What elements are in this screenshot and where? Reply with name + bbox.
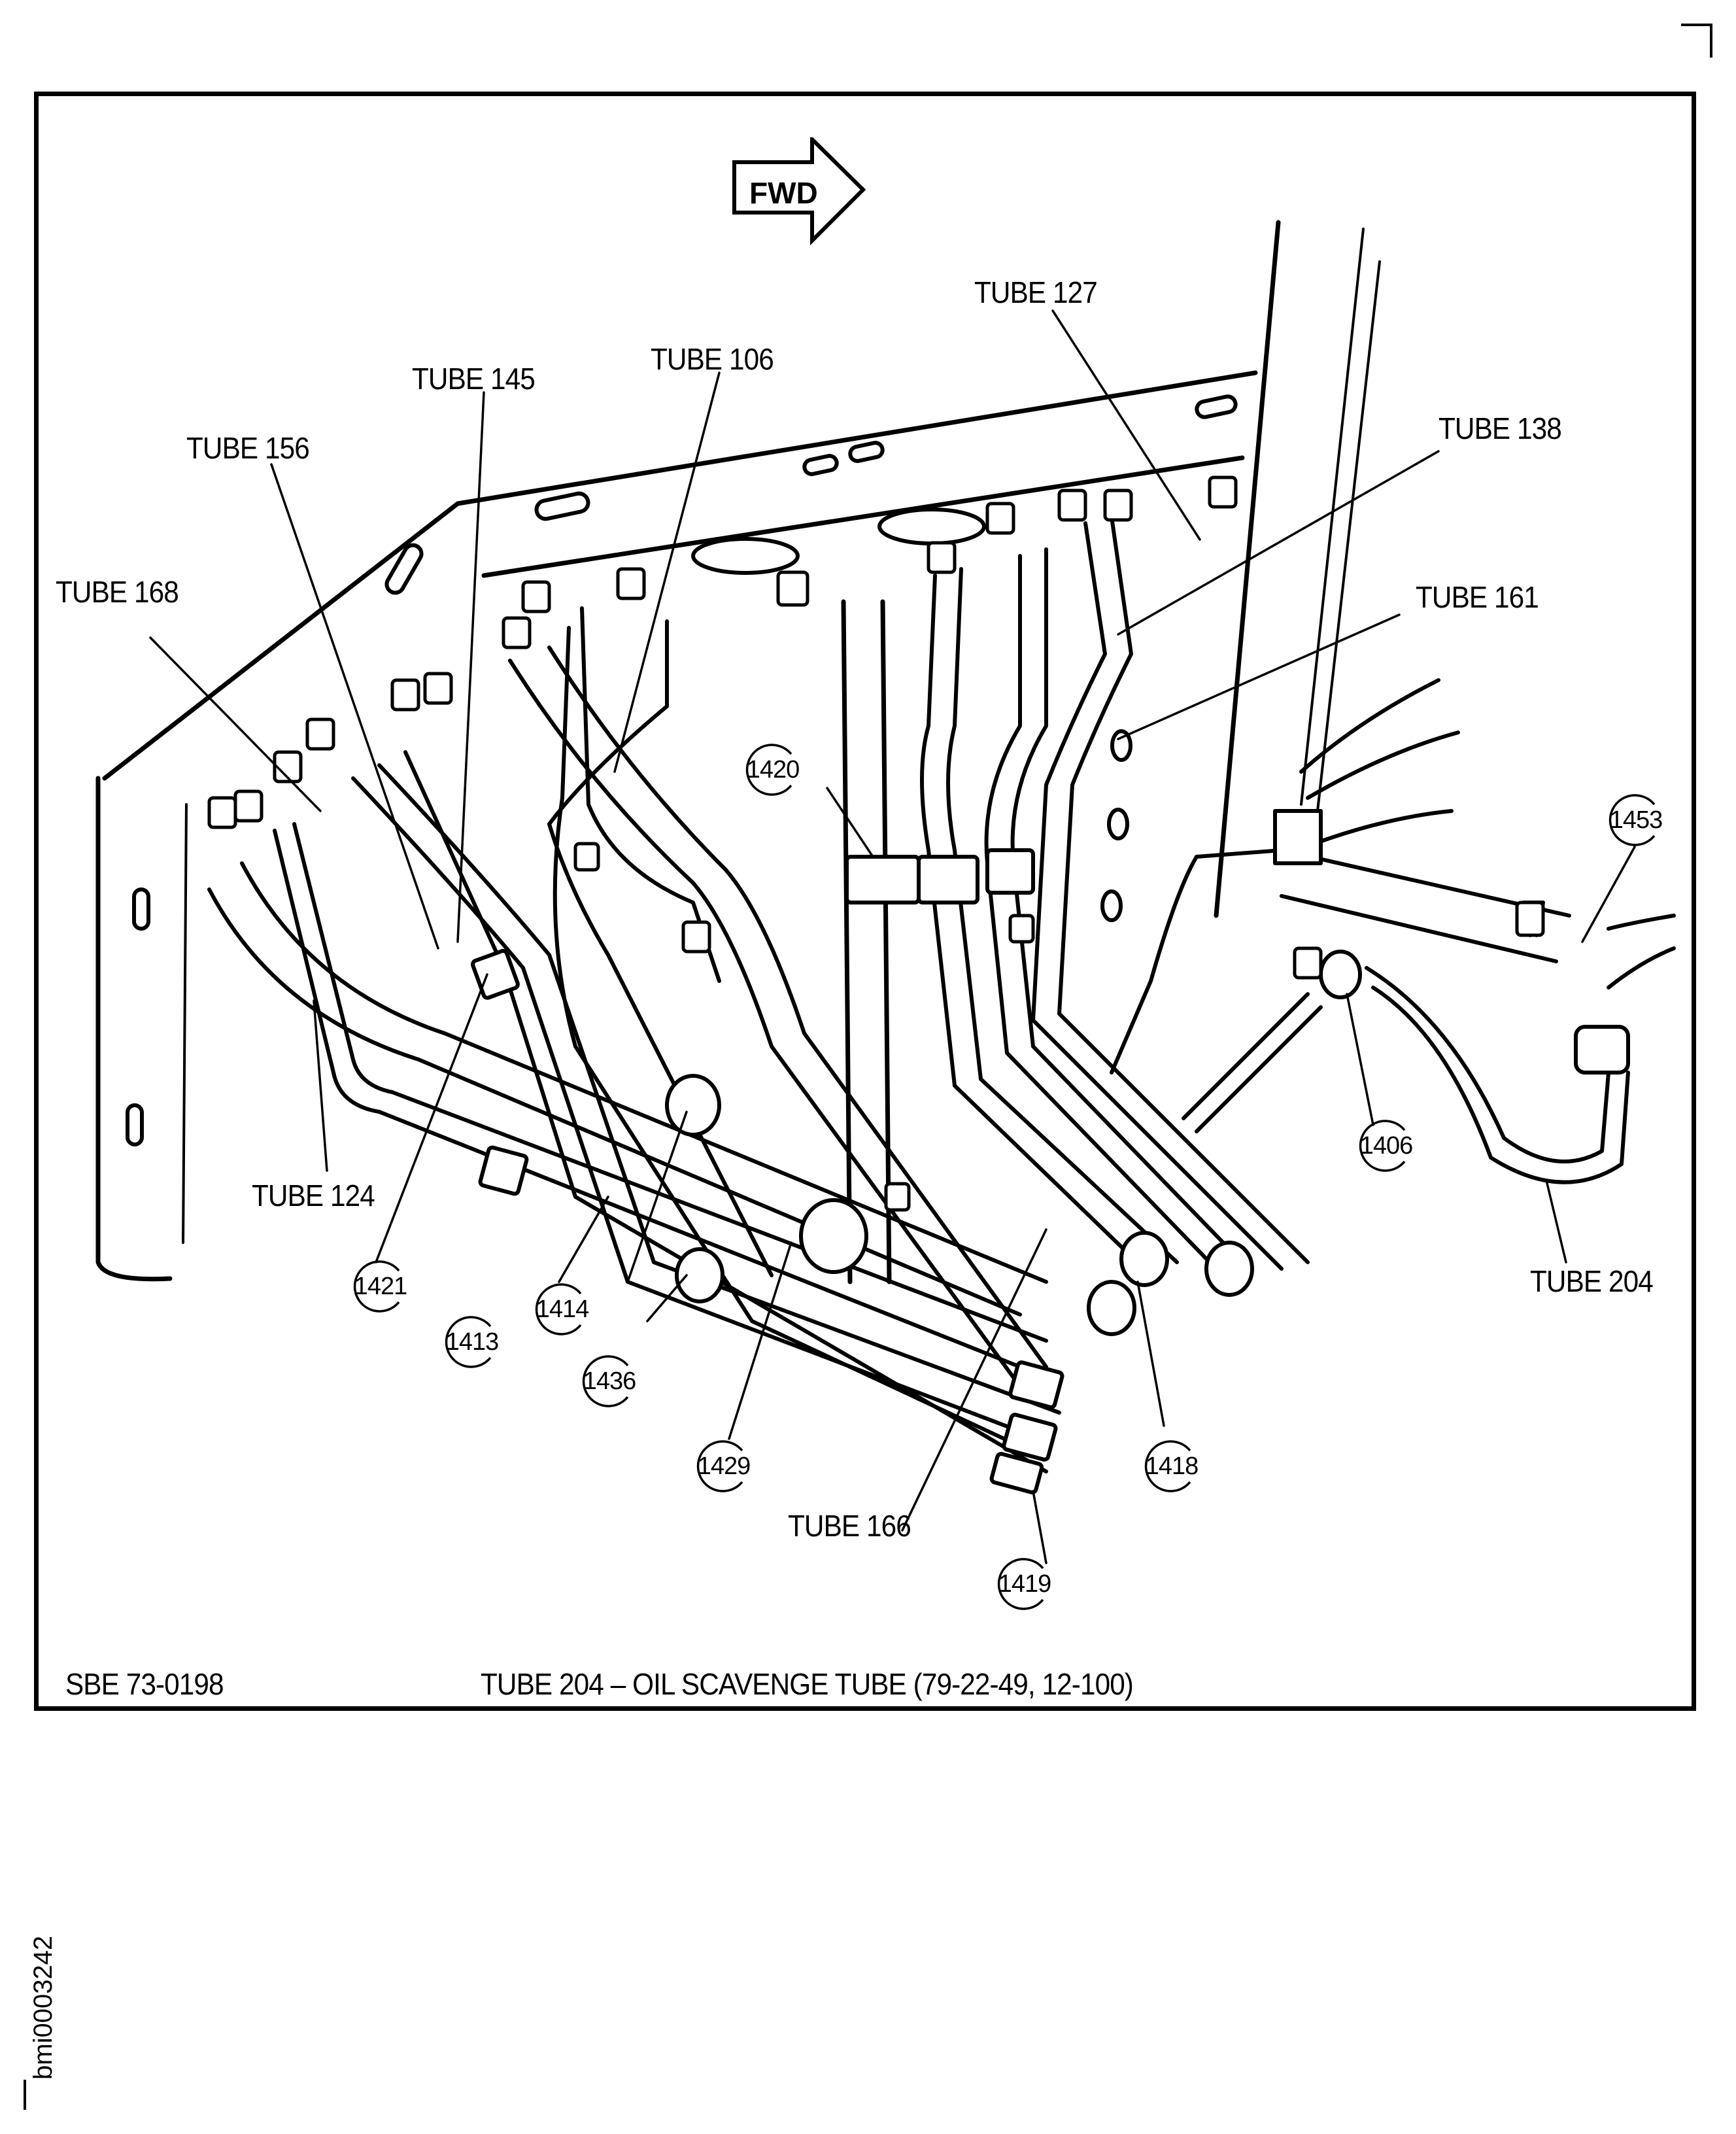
label-tube-161: TUBE 161 [1416,580,1539,614]
callout-1421: 1421 [353,1259,408,1314]
document-id: bmi0003242 [29,1935,58,2080]
callout-1414: 1414 [535,1282,590,1337]
callout-1420: 1420 [745,742,800,797]
callout-1418: 1418 [1144,1439,1199,1494]
callout-circle-icon [582,1355,629,1407]
callout-1453: 1453 [1608,793,1663,848]
callout-circle-icon [696,1440,743,1492]
callout-1406: 1406 [1359,1118,1414,1173]
label-tube-127: TUBE 127 [974,275,1098,309]
label-tube-204: TUBE 204 [1530,1264,1654,1298]
leader-lines [149,309,1636,1564]
callout-circle-icon [1608,794,1656,846]
label-tube-124: TUBE 124 [252,1179,375,1213]
crop-mark-top-right [1681,24,1712,58]
figure-caption: TUBE 204 – OIL SCAVENGE TUBE (79-22-49, … [481,1667,1134,1701]
callout-circle-icon [353,1260,400,1313]
forward-label: FWD [749,176,818,210]
callout-circle-icon [745,744,792,796]
case-slots [126,394,1238,1146]
label-tube-106: TUBE 106 [651,342,774,376]
callout-1429: 1429 [696,1439,751,1494]
forward-arrow-icon [732,134,866,246]
engine-case-panel [95,220,1381,1282]
label-tube-168: TUBE 168 [56,575,179,609]
callout-circle-icon [1144,1440,1191,1492]
label-tube-156: TUBE 156 [186,431,310,465]
callout-circle-icon [445,1316,492,1368]
label-tube-138: TUBE 138 [1438,411,1562,445]
figure-frame [34,92,1696,1711]
reference-number: SBE 73-0198 [65,1667,224,1701]
fittings [207,475,1545,1212]
callout-1436: 1436 [582,1354,637,1409]
label-tube-145: TUBE 145 [412,362,536,396]
label-tube-166: TUBE 166 [788,1509,911,1543]
clamps [471,848,1362,1494]
callout-1413: 1413 [445,1315,500,1369]
callout-circle-icon [997,1558,1044,1610]
tube-bundle [207,515,1310,1473]
callout-1419: 1419 [997,1557,1052,1611]
callout-circle-icon [535,1283,582,1335]
tube-204-assembly [1110,678,1676,1184]
callout-circle-icon [1359,1120,1406,1172]
crop-mark-bottom-left [24,2080,58,2110]
forward-direction-indicator: FWD [732,134,876,249]
